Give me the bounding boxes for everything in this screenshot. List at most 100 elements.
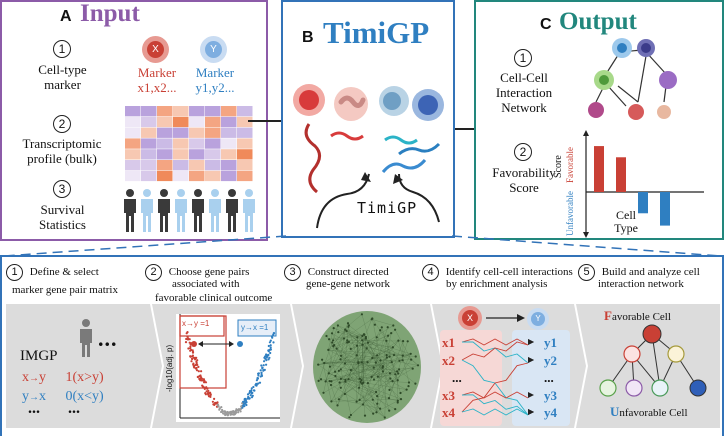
network-edge <box>397 353 411 381</box>
gene-x4: x4 <box>442 405 455 420</box>
enrichment-link <box>461 338 529 346</box>
workflow-step2-header-line2: associated with <box>172 278 240 290</box>
heatmap-cell <box>189 170 205 182</box>
network-node <box>336 404 339 407</box>
network-node <box>394 373 397 376</box>
network-node <box>337 369 340 372</box>
network-node <box>347 378 350 381</box>
network-node <box>387 397 391 400</box>
volcano-point <box>263 356 266 359</box>
workflow-step4-line1: Identify cell-cell interactions <box>445 266 573 278</box>
network-node <box>407 381 411 384</box>
enrichment-link <box>461 408 529 416</box>
volcano-point <box>191 351 195 354</box>
network-node <box>346 322 350 325</box>
network-node <box>396 399 399 402</box>
volcano-point <box>257 372 260 375</box>
volcano-point <box>246 393 250 396</box>
volcano-point <box>271 336 274 339</box>
network-edge <box>377 395 398 401</box>
card1-row2-b: x <box>39 389 46 404</box>
input-step1-line2: marker <box>44 77 81 92</box>
enrichment-link-arrow <box>528 357 534 363</box>
network-node <box>349 369 352 372</box>
volcano-point <box>233 410 236 413</box>
network-node <box>334 374 337 378</box>
network-node <box>323 361 326 365</box>
volcano-point <box>187 347 190 350</box>
volcano-point <box>190 360 193 363</box>
network-node <box>330 400 333 403</box>
volcano-point <box>218 408 221 411</box>
card1-row3: ... ... <box>28 400 80 418</box>
network-node <box>396 370 399 373</box>
network-edge <box>348 314 362 326</box>
card1-row1-a: x <box>22 370 29 385</box>
network-node <box>339 368 342 371</box>
volcano-point <box>197 370 200 373</box>
network-node <box>361 339 364 342</box>
output-step1-number: 1 <box>514 49 532 67</box>
output-step2-line2: Score <box>509 180 539 195</box>
network-node <box>356 336 359 339</box>
network-node <box>371 398 374 401</box>
volcano-point <box>202 378 205 381</box>
network-node <box>385 339 388 342</box>
network-node <box>394 328 397 331</box>
workflow-step3-number: 3 <box>284 264 301 281</box>
network-node <box>372 412 375 415</box>
enrichment-link-arrow <box>528 392 534 398</box>
volcano-point <box>191 354 194 357</box>
network-node <box>414 355 417 358</box>
network-node <box>335 347 338 350</box>
volcano-point <box>263 360 266 363</box>
output-step1-line2: Interaction <box>495 85 553 100</box>
gene-x2: x2 <box>442 352 455 368</box>
volcano-point <box>267 344 270 348</box>
volcano-point <box>269 346 272 349</box>
network-node <box>396 401 399 404</box>
network-node <box>376 354 379 357</box>
workflow-step5-header: 5 Build and analyze cell <box>578 264 700 281</box>
network-node <box>358 386 361 389</box>
network-node <box>329 383 333 387</box>
network-edge <box>358 362 393 382</box>
network-edge <box>337 319 372 406</box>
workflow-step4-number: 4 <box>422 264 439 281</box>
network-edge <box>318 355 378 365</box>
chart-unfavorable-text: Unfavorable <box>565 191 575 236</box>
network-edge <box>325 371 398 382</box>
workflow-step2-header-line3: favorable clinical outcome <box>155 292 273 304</box>
network-node <box>372 378 376 381</box>
chart-xlabel-line2: Type <box>614 221 638 235</box>
network-node <box>337 398 340 401</box>
network-node <box>371 356 374 360</box>
heatmap-cell <box>205 170 221 182</box>
patient-figures <box>124 189 255 232</box>
workflow-step3-line1: Construct directed <box>307 266 389 278</box>
enrichment-link <box>461 391 529 399</box>
network-edge <box>321 359 332 402</box>
network-edge <box>330 384 338 406</box>
network-node <box>360 379 363 382</box>
network-node <box>379 407 382 410</box>
patient-head <box>245 189 253 197</box>
volcano-point <box>221 410 224 413</box>
network-node <box>376 402 379 405</box>
network-node <box>334 370 337 373</box>
network-node <box>390 361 393 364</box>
network-node <box>405 388 408 391</box>
panel-a-letter: A <box>60 8 72 25</box>
marker-y-line2: y1,y2... <box>195 80 235 95</box>
network-node <box>392 353 396 357</box>
network-edge <box>376 341 404 413</box>
card5-favorable-label: Favorable Cell <box>604 308 671 324</box>
volcano-box-left: x→y =1 <box>182 319 210 328</box>
network-node <box>361 334 364 338</box>
gene-gene-network <box>313 311 421 423</box>
volcano-point <box>197 365 200 368</box>
heatmap-cell <box>157 170 173 182</box>
volcano-point <box>235 408 238 411</box>
gene-x-dots: ... <box>452 370 462 385</box>
panel-b-title: TimiGP <box>323 15 430 50</box>
